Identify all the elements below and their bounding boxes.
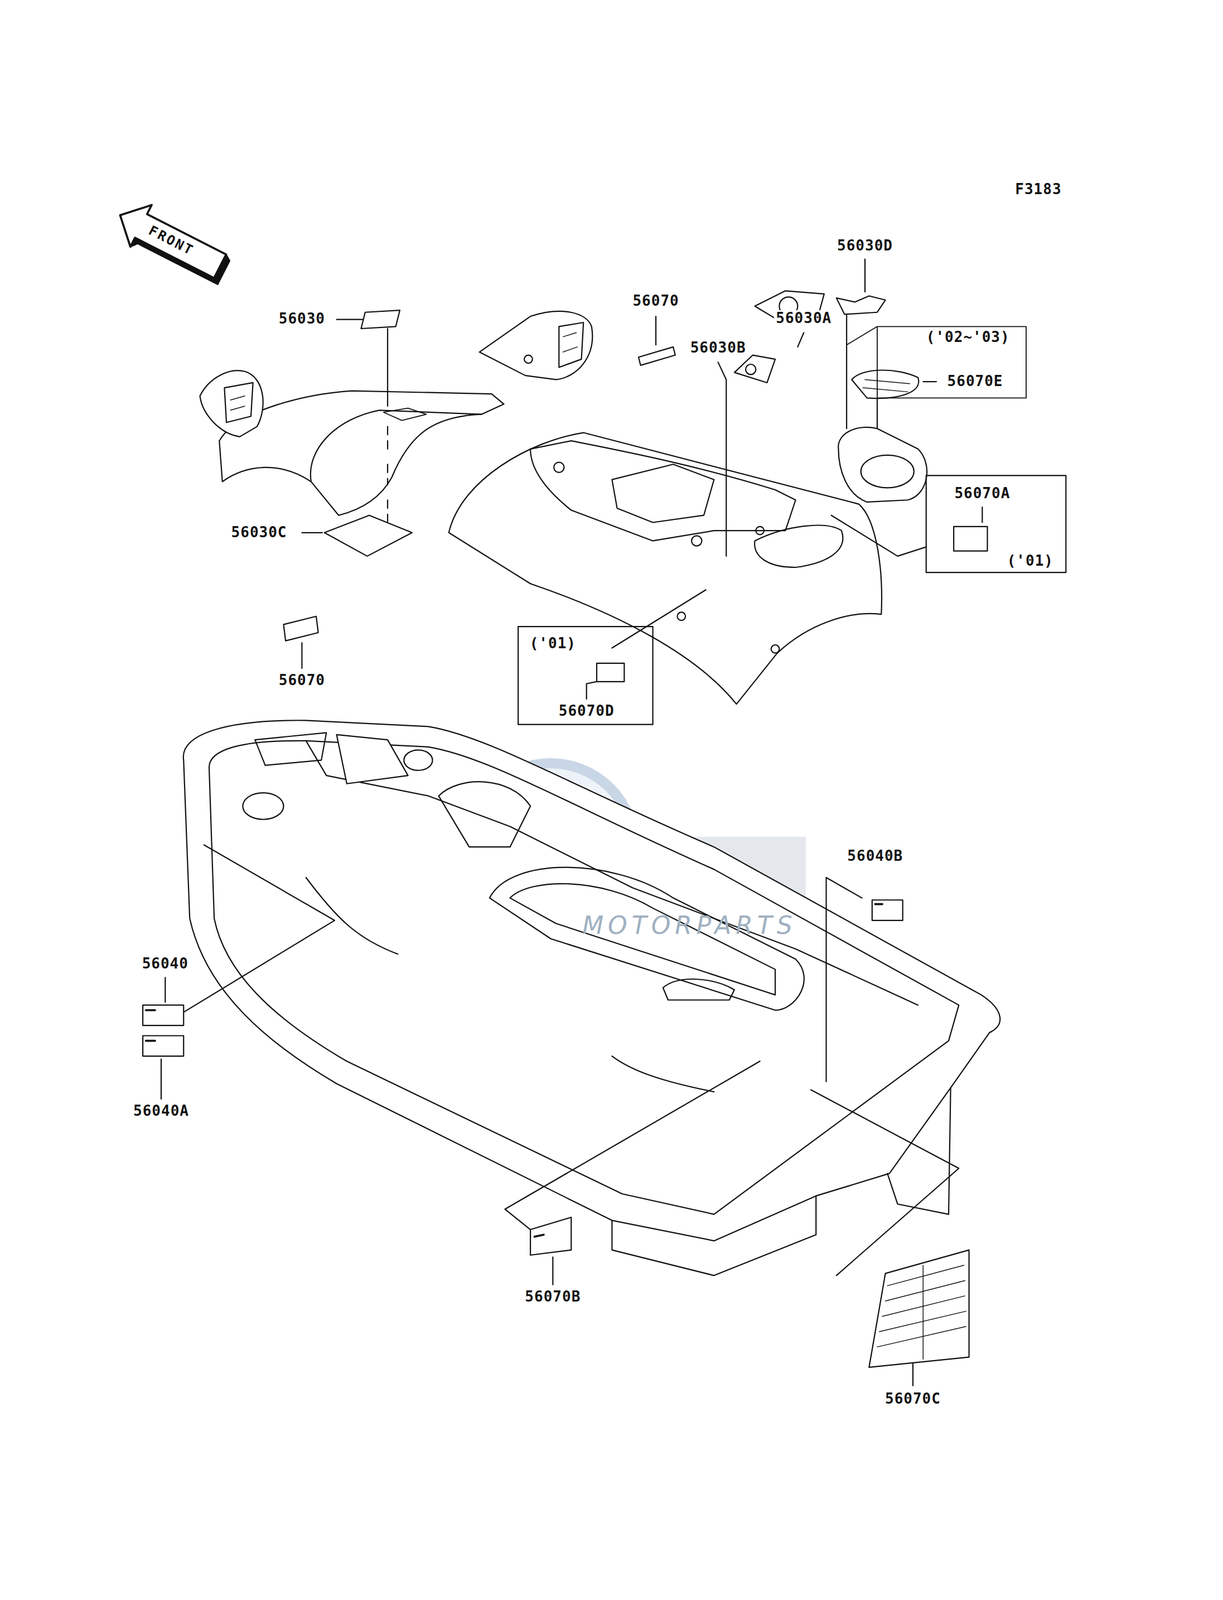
callout-number: 56040A <box>131 1102 191 1120</box>
callout-number: F3183 <box>1013 181 1063 198</box>
callout-number: 56070E <box>945 373 1005 390</box>
callout-number: ('01) <box>528 635 578 652</box>
callout-number: 56040B <box>845 847 905 865</box>
callout-number: 56030C <box>229 524 289 541</box>
callout-number: 56030D <box>835 237 895 255</box>
callout-number: 56040 <box>140 955 191 973</box>
callout-number: 56070D <box>557 702 617 720</box>
callout-number: ('01) <box>1005 552 1056 570</box>
callout-number: 56070 <box>630 292 681 310</box>
callout-number: 56070C <box>883 1390 943 1408</box>
callout-number: 56070B <box>523 1288 583 1305</box>
callout-number: ('02~'03) <box>924 329 1012 346</box>
callout-number: 56030 <box>277 311 327 328</box>
callout-number: 56070 <box>277 672 327 689</box>
callout-number: 56030A <box>774 310 834 327</box>
callout-number: 56070A <box>952 485 1012 502</box>
callout-number: 56030B <box>688 339 748 357</box>
watermark: MOTORPARTS <box>580 911 799 940</box>
